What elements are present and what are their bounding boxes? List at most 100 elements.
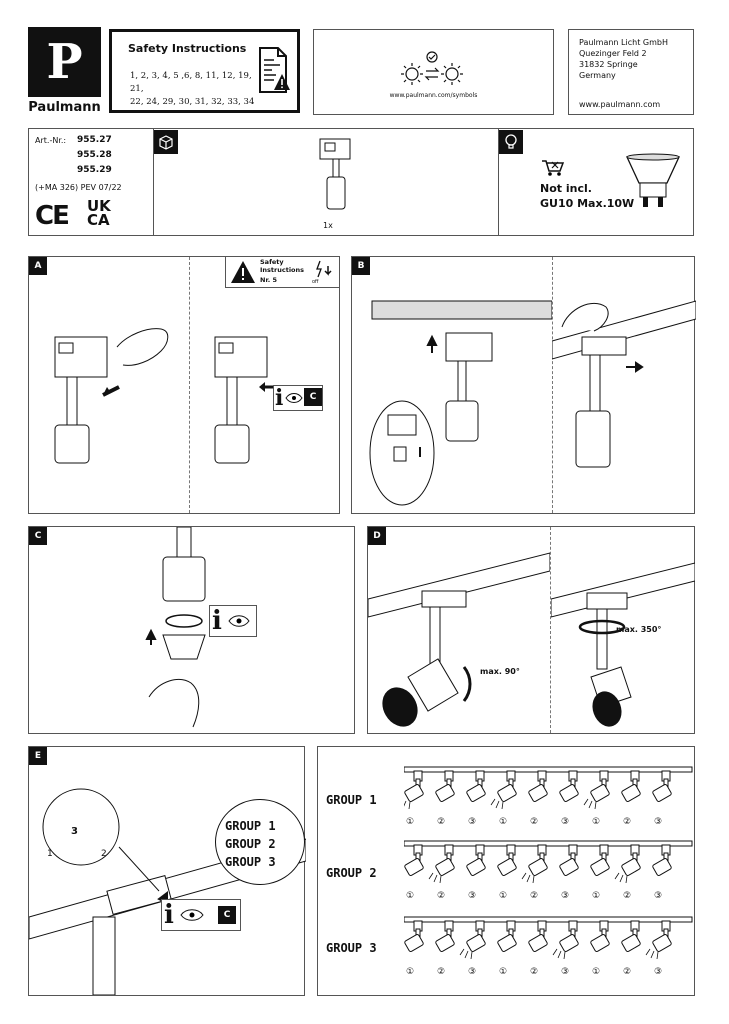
group-3-channel: ③ <box>468 967 477 977</box>
website: www.paulmann.com <box>579 100 661 109</box>
ref-c-e: C <box>218 906 236 924</box>
dial-left: 1 <box>47 849 53 859</box>
ma-code: (+MA 326) PEV 07/22 <box>35 183 122 192</box>
panel-b: B <box>351 256 696 514</box>
group-1-label: GROUP 1 <box>326 793 377 807</box>
address: Paulmann Licht GmbH Quezinger Feld 2 318… <box>579 37 668 81</box>
eye-icon <box>285 393 303 403</box>
group-2-track <box>404 840 693 884</box>
group-3-channel: ① <box>406 967 415 977</box>
symbols-url: www.paulmann.com/symbols <box>389 92 478 99</box>
safety-instructions-box: Safety Instructions 1, 2, 3, 4, 5 ,6, 8,… <box>109 29 300 113</box>
gu10-bulb-drawing <box>625 153 681 207</box>
warning-title: Safety Instructions <box>260 258 305 274</box>
group-3-label: GROUP 3 <box>326 941 377 955</box>
quantity: 1x <box>323 221 333 230</box>
panel-d-letter: D <box>368 527 386 545</box>
article-box: Art.-Nr.: 955.27 955.28 955.29 (+MA 326)… <box>28 128 694 236</box>
group-2-channel: ③ <box>468 891 477 901</box>
ce-mark: CE <box>35 201 70 231</box>
group-3-channel: ③ <box>561 967 570 977</box>
warning-triangle-icon <box>231 261 255 283</box>
group-1-track <box>404 766 693 810</box>
symbols-icon <box>401 51 463 85</box>
group-1-channel: ② <box>437 817 446 827</box>
group-2-channel: ② <box>437 891 446 901</box>
rotate-label: max. 350° <box>616 625 662 634</box>
lamp-spec: GU10 Max.10W <box>540 197 635 210</box>
document-warning-icon <box>259 47 290 93</box>
power-off-icon <box>316 260 332 278</box>
panel-c-letter: C <box>29 527 47 545</box>
safety-title: Safety Instructions <box>128 42 247 55</box>
panel-a-spot-left <box>54 328 169 464</box>
ref-c: C <box>304 388 322 406</box>
info-icon-e: i <box>164 900 174 930</box>
shopping-cart-icon <box>542 160 565 176</box>
panel-d-tilt-drawing <box>368 552 550 727</box>
group-2-channel: ① <box>592 891 601 901</box>
panel-d: D max. 90° max. 350° <box>367 526 695 734</box>
box-contents-icon <box>154 130 178 154</box>
logo-mark: P <box>28 27 101 97</box>
group-1-channel: ① <box>592 817 601 827</box>
group-1-channel: ③ <box>468 817 477 827</box>
safety-numbers: 1, 2, 3, 4, 5 ,6, 8, 11, 12, 19, 21, 22,… <box>130 70 255 109</box>
panel-e-letter: E <box>29 747 47 765</box>
group-3-channel: ① <box>499 967 508 977</box>
ukca-mark: UK CA <box>87 197 111 228</box>
article-number-3: 955.29 <box>77 165 112 175</box>
panel-c: C i <box>28 526 355 734</box>
panel-a-ref: i C <box>273 385 323 411</box>
group-1-channel: ① <box>406 817 415 827</box>
group-1-channel: ② <box>530 817 539 827</box>
not-included: Not incl. <box>540 182 592 195</box>
group-2-channel: ① <box>499 891 508 901</box>
panel-a: A Safety Instructions Nr. 5 off i C <box>28 256 340 514</box>
group-1-channel: ③ <box>654 817 663 827</box>
panel-c-bulb-change <box>145 527 206 728</box>
ukca-top: UK <box>87 197 111 215</box>
group-1-channel: ② <box>623 817 632 827</box>
spotlight-product-drawing <box>319 138 351 210</box>
panel-e: E 3 1 2 GROUP 1 GROUP 2 GROUP 3 i C <box>28 746 306 996</box>
group-1-channel: ① <box>499 817 508 827</box>
address-line3: 31832 Springe <box>579 60 638 69</box>
address-line2: Quezinger Feld 2 <box>579 49 647 58</box>
symbols-box: www.paulmann.com/symbols <box>313 29 554 115</box>
article-number-2: 955.28 <box>77 150 112 160</box>
panel-d-rotate-drawing <box>551 562 695 727</box>
article-number-1: 955.27 <box>77 135 112 145</box>
article-label: Art.-Nr.: <box>35 136 67 145</box>
safety-numbers-line2: 22, 24, 29, 30, 31, 32, 33, 34 <box>130 97 255 107</box>
off-label: off <box>312 279 319 285</box>
eye-icon-c <box>228 615 250 627</box>
panel-b-track-left <box>369 300 552 506</box>
info-icon-c: i <box>212 606 222 636</box>
panel-c-info: i <box>209 605 257 637</box>
warning-number: Nr. 5 <box>260 276 277 284</box>
address-line1: Paulmann Licht GmbH <box>579 38 668 47</box>
groups-panel: GROUP 1 GROUP 2 GROUP 3 ① ② ③ ① ② ③ ① ② ③ ① ② ③ ① ② ③ ①… <box>317 746 695 996</box>
dial-center: 3 <box>71 826 78 837</box>
group-3-channel: ② <box>530 967 539 977</box>
group-3-channel: ② <box>437 967 446 977</box>
info-icon: i <box>275 385 284 411</box>
e-group-2: GROUP 2 <box>225 837 276 851</box>
group-3-channel: ③ <box>654 967 663 977</box>
panel-a-warning: Safety Instructions Nr. 5 off <box>225 257 340 288</box>
group-2-label: GROUP 2 <box>326 866 377 880</box>
e-group-3: GROUP 3 <box>225 855 276 869</box>
group-3-channel: ② <box>623 967 632 977</box>
address-line4: Germany <box>579 71 616 80</box>
panel-e-ref: i C <box>161 899 241 931</box>
group-3-track <box>404 916 693 960</box>
group-2-channel: ② <box>623 891 632 901</box>
group-3-channel: ① <box>592 967 601 977</box>
panel-b-letter: B <box>352 257 370 275</box>
panel-b-track-right <box>552 300 696 468</box>
group-dial-callout <box>215 799 305 885</box>
dial-right: 2 <box>101 849 107 859</box>
brand-logo: P Paulmann <box>28 27 101 115</box>
eye-icon-e <box>180 909 204 921</box>
